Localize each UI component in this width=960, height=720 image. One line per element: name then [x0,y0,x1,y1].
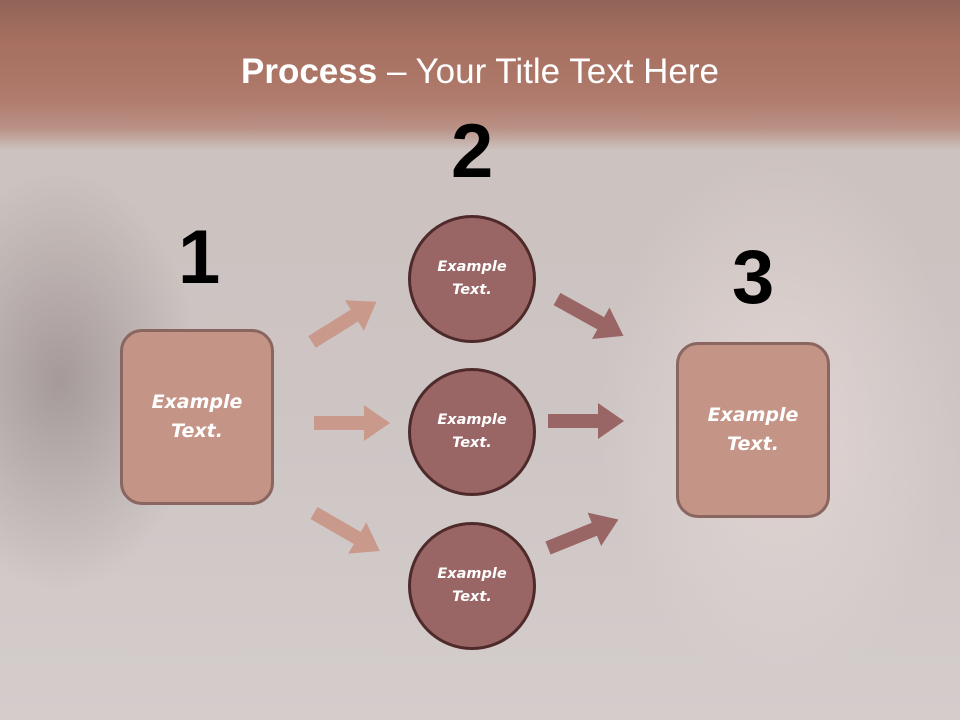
circle-2-line1: Example [437,412,507,428]
box-3-line2: Text. [727,433,779,455]
step-number-3: 3 [732,235,775,320]
title-bold: Process [241,52,378,91]
circle-3-line2: Text. [452,589,492,605]
arrow-up-right-icon [302,286,386,358]
arrow-up-right-icon [541,502,626,565]
step-number-1: 1 [178,215,221,300]
step-number-2: 2 [451,109,494,194]
arrow-right-icon [548,403,624,439]
box-3-line1: Example [707,404,799,426]
box-1-line1: Example [151,391,243,413]
circle-1-line2: Text. [452,282,492,298]
arrow-down-right-icon [548,283,633,352]
arrow-down-right-icon [305,497,389,567]
box-1-line2: Text. [171,420,223,442]
slide-title: Process – Your Title Text Here [0,52,960,92]
circle-2-line2: Text. [452,435,492,451]
circle-1-line1: Example [437,259,507,275]
arrow-right-icon [314,405,390,441]
circle-3-line1: Example [437,566,507,582]
title-rest: – Your Title Text Here [377,52,719,91]
